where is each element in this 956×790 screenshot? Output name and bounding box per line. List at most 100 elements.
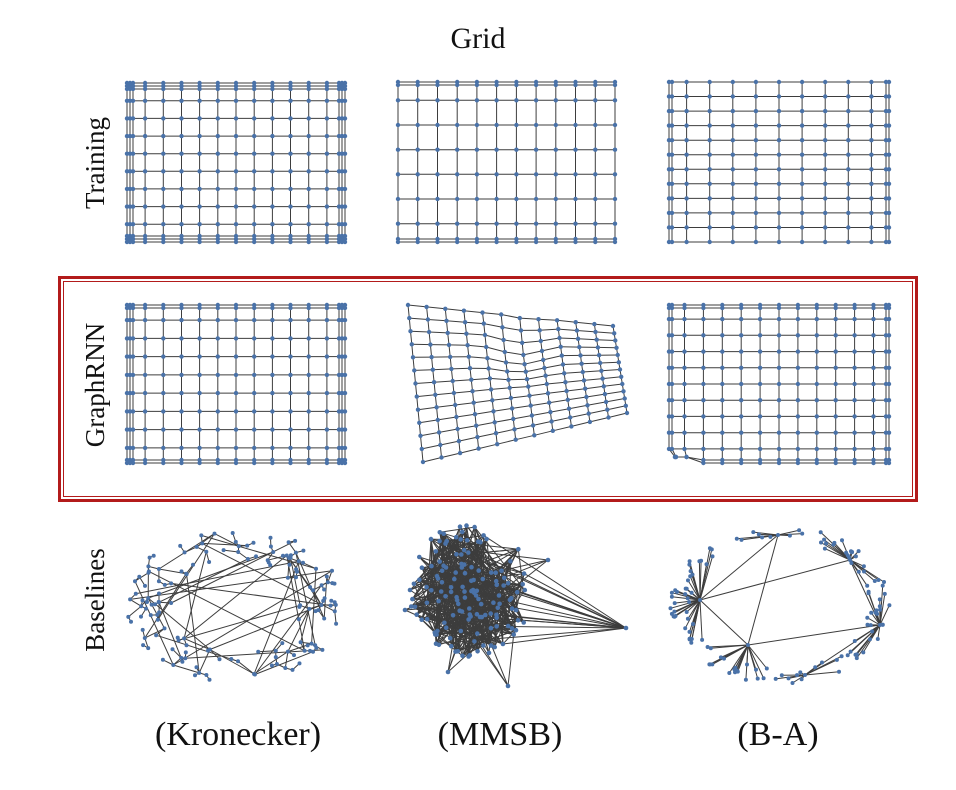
- graph-node: [669, 594, 674, 599]
- graph-edge: [568, 404, 588, 410]
- graph-node: [776, 123, 782, 128]
- nodes: [666, 79, 892, 245]
- graph-node: [689, 640, 694, 645]
- graph-node: [306, 317, 311, 323]
- graph-node: [776, 138, 782, 143]
- graph-node: [886, 239, 892, 245]
- graph-edge: [539, 328, 559, 331]
- graph-node: [622, 396, 627, 401]
- graph-node: [306, 390, 311, 396]
- graph-node: [823, 181, 828, 186]
- graph-node: [465, 343, 470, 348]
- graph-node: [553, 172, 558, 177]
- graph-edge: [578, 338, 597, 341]
- graph-node: [130, 354, 136, 359]
- graph-node: [840, 538, 844, 543]
- graph-node: [494, 98, 499, 103]
- graph-edge: [549, 399, 568, 404]
- graph-edge: [487, 357, 507, 363]
- graph-node: [233, 151, 239, 156]
- graph-node: [856, 569, 861, 574]
- graph-node: [553, 82, 558, 88]
- graph-node: [869, 167, 874, 172]
- graph-node: [215, 116, 220, 121]
- graph-edge: [477, 432, 497, 438]
- graph-node: [233, 222, 239, 227]
- graph-node: [553, 196, 558, 202]
- graph-node: [130, 317, 136, 323]
- graph-node: [252, 169, 257, 174]
- graph-edge: [463, 310, 483, 314]
- graph-edge: [435, 392, 454, 396]
- graph-node: [684, 610, 689, 614]
- graph-node: [614, 345, 619, 350]
- graph-node: [324, 169, 330, 174]
- graph-node: [467, 366, 473, 371]
- graph-node: [306, 336, 311, 341]
- edges: [668, 81, 890, 243]
- graph-node: [624, 410, 630, 416]
- graph-node: [270, 336, 275, 341]
- graph-node: [306, 151, 311, 156]
- graph-node: [755, 676, 760, 681]
- graph-node: [435, 147, 440, 152]
- graph-node: [837, 669, 841, 674]
- graph-node: [887, 603, 892, 608]
- graph-edge: [558, 328, 577, 331]
- graph-node: [306, 169, 311, 174]
- graph-node: [730, 94, 735, 99]
- graph-node: [455, 82, 460, 88]
- graph-node: [707, 138, 712, 143]
- graph-node: [342, 169, 348, 174]
- graph-node: [514, 221, 519, 226]
- graph-node: [586, 411, 591, 416]
- graph-node: [288, 427, 293, 432]
- graph-node: [569, 424, 574, 429]
- graph-node: [823, 196, 828, 201]
- graph-node: [886, 167, 892, 172]
- graph-node: [557, 335, 562, 341]
- graph-node: [324, 133, 330, 139]
- graph-node: [142, 336, 148, 341]
- graph-edge: [447, 332, 467, 335]
- graph-node: [730, 196, 735, 201]
- graph-node: [130, 222, 136, 227]
- graph-node: [686, 578, 690, 583]
- graph-node: [514, 82, 519, 88]
- graph-node: [324, 390, 330, 396]
- graph-node: [553, 98, 558, 103]
- graph-edge: [567, 396, 587, 401]
- graph-node: [324, 409, 330, 414]
- graph-node: [474, 172, 480, 177]
- graph-node: [502, 349, 507, 355]
- graph-edge: [531, 411, 551, 416]
- graph-node: [161, 133, 166, 139]
- graph-edge: [437, 416, 457, 421]
- graph-node: [443, 306, 448, 311]
- graph-node: [823, 225, 828, 230]
- graph-edge: [453, 390, 473, 394]
- graph-node: [601, 384, 606, 389]
- graph-edge: [538, 318, 558, 321]
- graph-node: [197, 204, 202, 209]
- graph-node: [270, 305, 275, 311]
- graph-node: [533, 98, 539, 103]
- graph-node: [161, 409, 166, 414]
- graph-node: [669, 167, 675, 172]
- graph-node: [435, 98, 440, 103]
- graph-node: [844, 550, 849, 555]
- graph-node: [215, 445, 220, 451]
- graph-node: [753, 152, 759, 157]
- graph-node: [730, 181, 735, 186]
- graph-node: [869, 239, 874, 245]
- graph-node: [142, 222, 148, 227]
- graph-edge: [606, 398, 625, 403]
- graph-node: [869, 138, 874, 143]
- graph-node: [161, 427, 166, 432]
- edges: [397, 81, 616, 243]
- graph-node: [197, 305, 202, 311]
- graph-node: [197, 151, 202, 156]
- graph-node: [869, 610, 874, 615]
- graph-edge: [600, 361, 619, 364]
- graph-node: [252, 354, 257, 359]
